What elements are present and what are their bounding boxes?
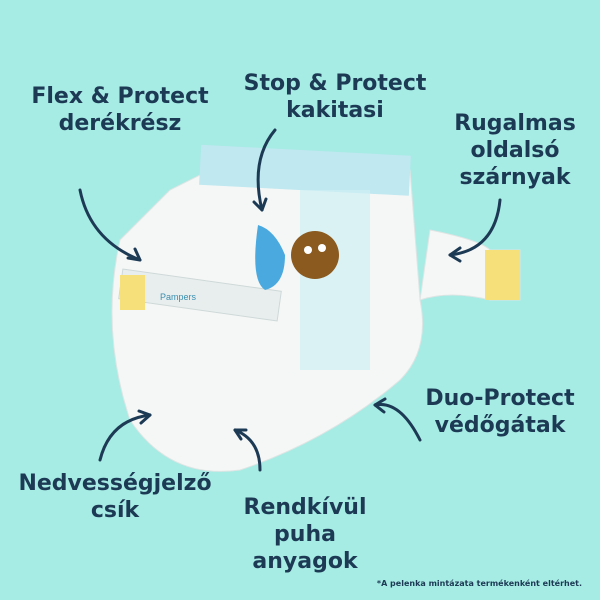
- poop-icon: [291, 231, 339, 279]
- label-rendkivul: Rendkívül puha anyagok: [235, 494, 375, 575]
- label-line: szárnyak: [459, 165, 571, 190]
- label-rugalmas: Rugalmas oldalsó szárnyak: [440, 110, 590, 191]
- label-stop-protect: Stop & Protect kakitasi: [230, 70, 440, 124]
- label-line: derékrész: [58, 111, 182, 136]
- label-line: Stop & Protect: [243, 71, 427, 96]
- label-line: puha: [274, 522, 336, 547]
- label-flex-protect: Flex & Protect derékrész: [20, 83, 220, 137]
- label-line: Flex & Protect: [31, 84, 209, 109]
- label-line: Nedvességjelző: [18, 471, 212, 496]
- pampers-logo: Pampers: [160, 292, 197, 302]
- label-line: kakitasi: [286, 98, 384, 123]
- stop-protect-panel: [199, 144, 411, 196]
- label-line: Rendkívül: [243, 495, 367, 520]
- label-line: oldalsó: [470, 138, 560, 163]
- label-duo-protect: Duo-Protect védőgátak: [410, 385, 590, 439]
- disclaimer: *A pelenka mintázata termékenként eltérh…: [376, 579, 582, 588]
- label-line: anyagok: [252, 549, 358, 574]
- label-line: csík: [90, 498, 140, 523]
- label-line: Rugalmas: [454, 111, 576, 136]
- water-drop-icon: [255, 225, 285, 290]
- side-tab: [485, 250, 520, 300]
- label-nedvesseg: Nedvességjelző csík: [5, 470, 225, 524]
- label-line: védőgátak: [434, 413, 566, 438]
- label-line: Duo-Protect: [425, 386, 575, 411]
